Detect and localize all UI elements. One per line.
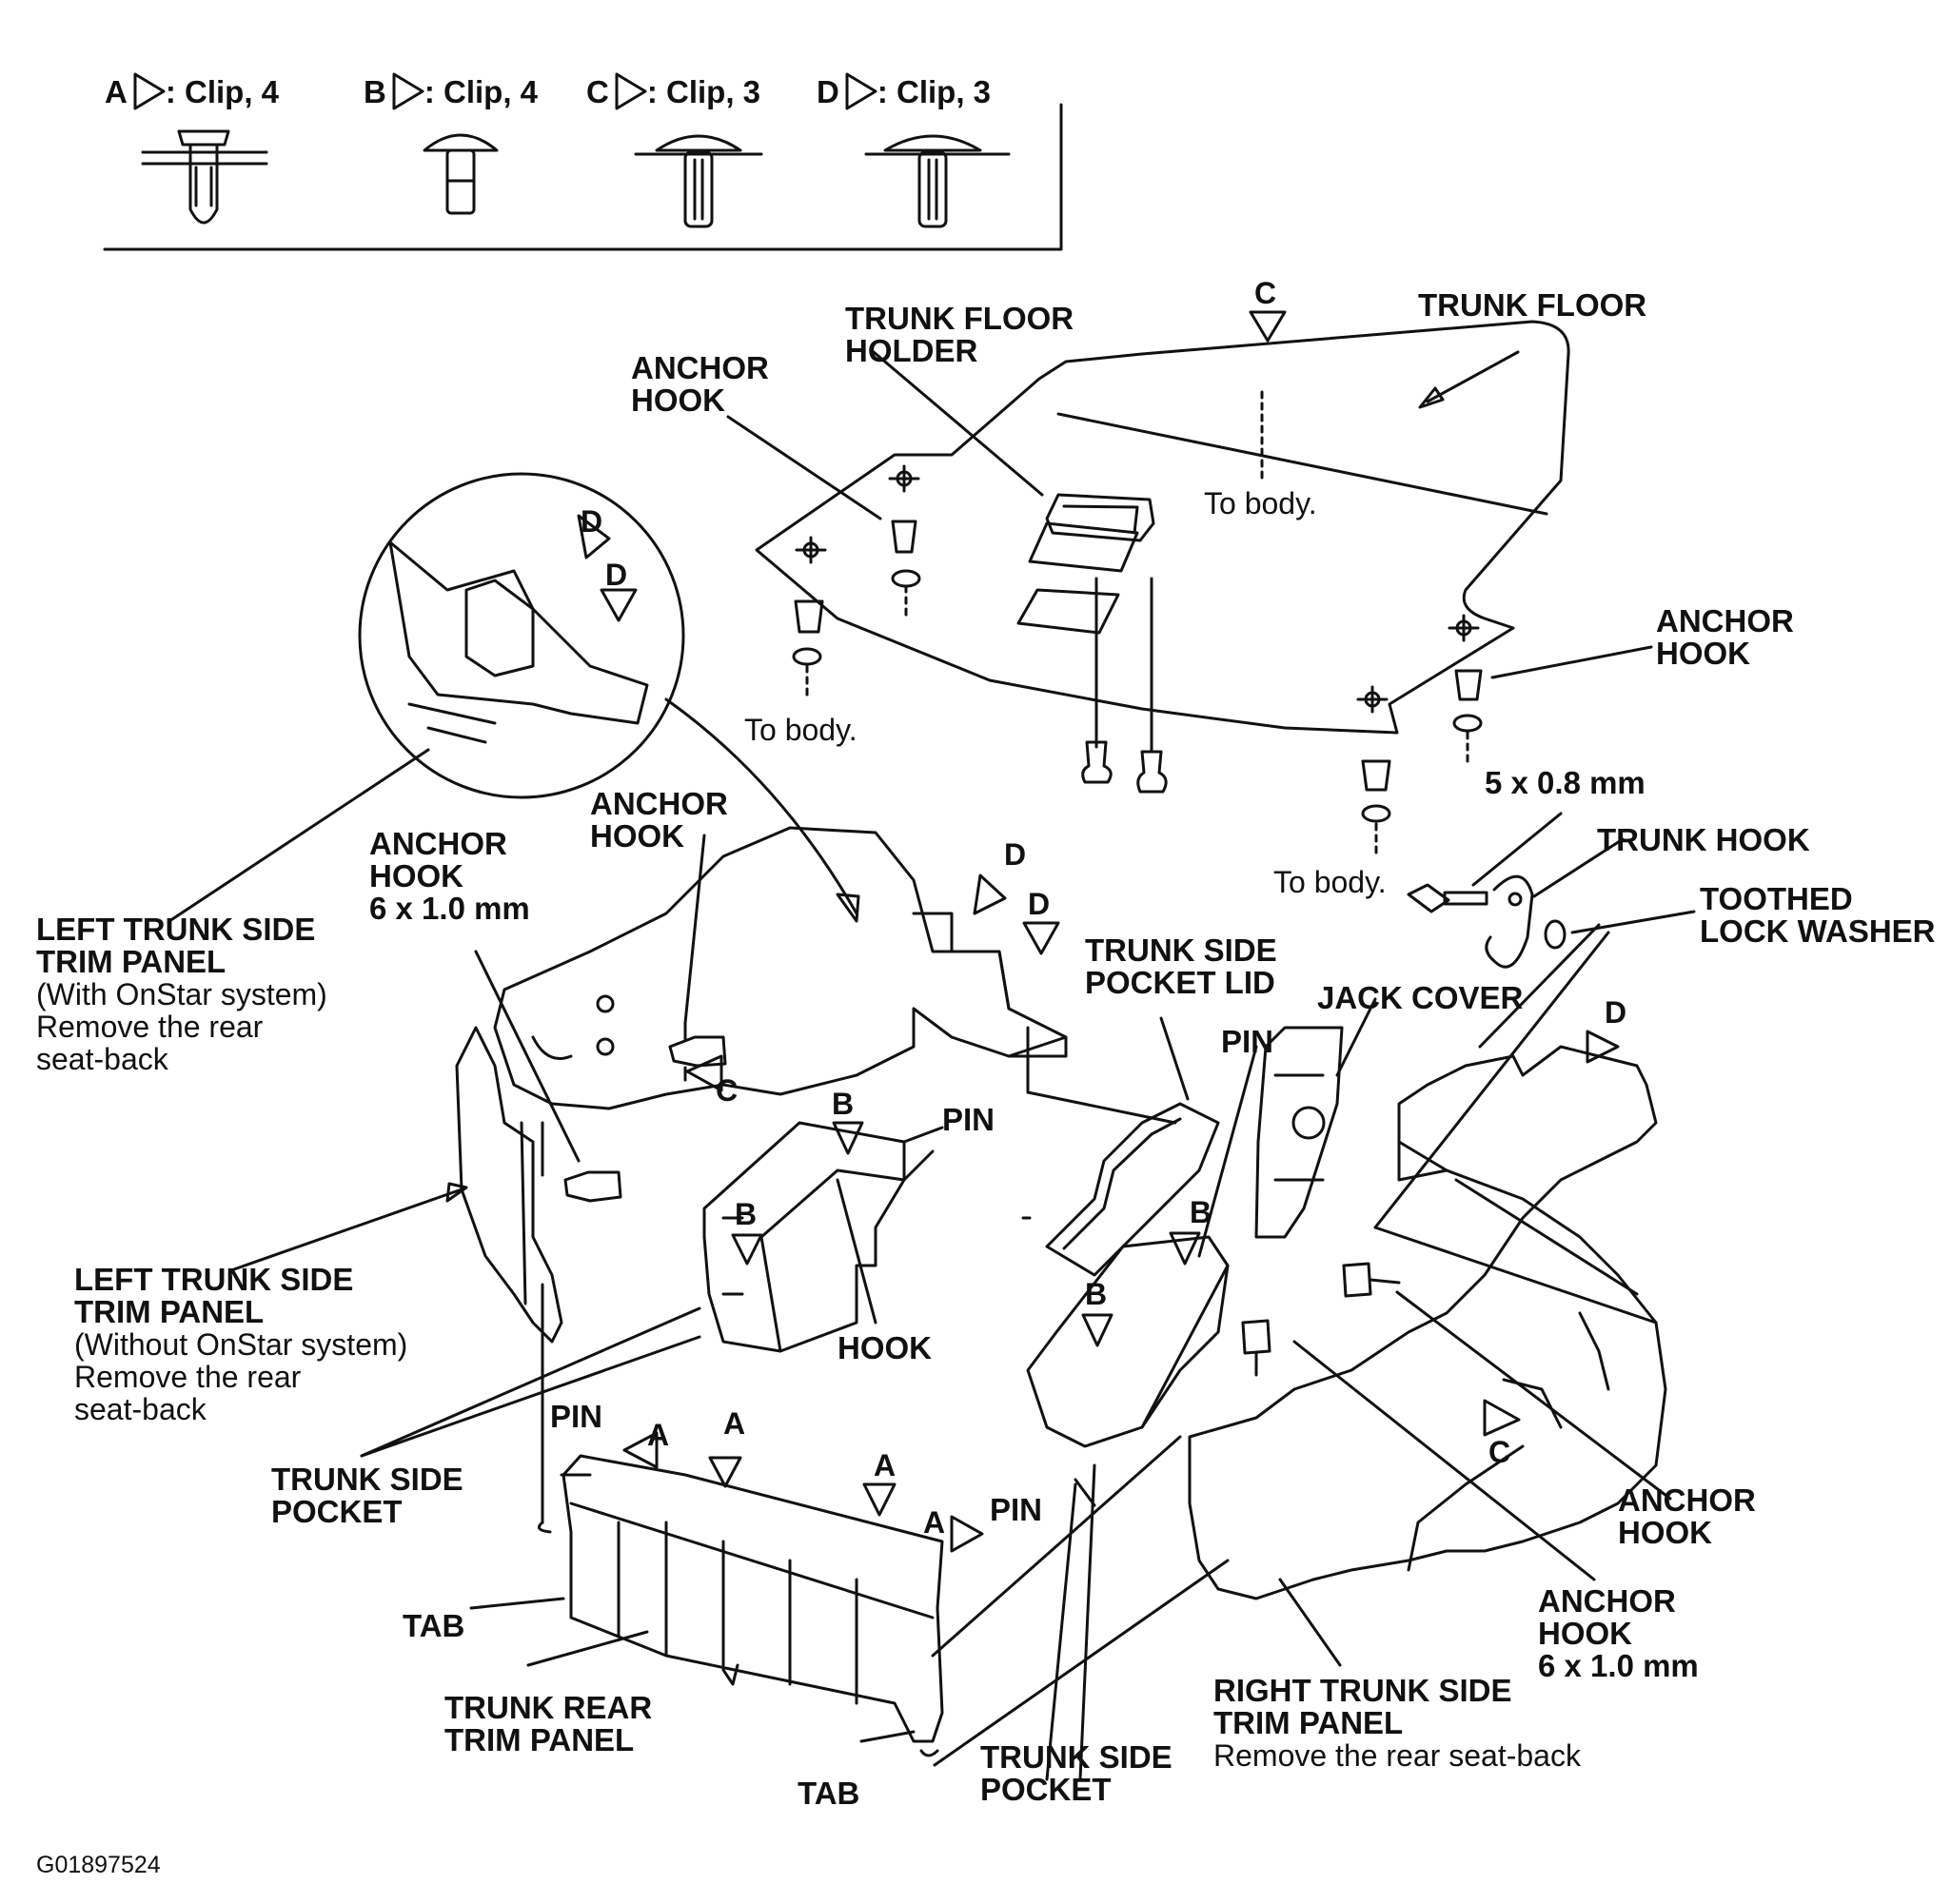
label-pin-4: PIN (990, 1492, 1043, 1527)
clip-d2-marker (600, 588, 638, 622)
clip-d1-marker (577, 514, 611, 559)
label-trunk-hook: TRUNK HOOK (1597, 822, 1810, 857)
trunk-floor-anchors (795, 464, 1480, 714)
label-bolt-5mm: 5 x 0.8 mm (1485, 765, 1646, 800)
legend-clip-d: D: Clip, 3 (817, 74, 992, 109)
clip-letter-c-right: C (1488, 1435, 1511, 1469)
label-to-body-3: To body. (1273, 865, 1387, 899)
clip-letter-c-top: C (1254, 276, 1277, 310)
floor-leader-lines (726, 350, 1653, 679)
label-tab-1: TAB (403, 1608, 465, 1643)
trunk-floor-panel (755, 320, 1570, 735)
label-pin-2: PIN (942, 1102, 995, 1137)
rear-trim-leaders (469, 1435, 1230, 1767)
left-trim-panel-onstar (493, 826, 1068, 1110)
clip-letter-b2: B (735, 1197, 758, 1231)
left-trunk-side-pocket (702, 1121, 944, 1353)
clip-letter-a2: A (723, 1406, 746, 1441)
detail-magnifier (168, 472, 860, 923)
clip-c-left-marker (685, 1054, 723, 1092)
clip-a-icon (141, 129, 268, 225)
clip-d4-marker (1022, 921, 1060, 955)
left-leader-lines (229, 1182, 701, 1458)
floor-anchor-hooks (792, 390, 1483, 858)
legend-clip-b: B: Clip, 4 (364, 74, 539, 109)
clip-b2-marker (731, 1233, 763, 1266)
label-tab-2: TAB (798, 1776, 860, 1811)
clip-letter-a1: A (647, 1418, 670, 1452)
clip-a4-marker (950, 1515, 984, 1553)
clip-a3-marker (862, 1482, 897, 1517)
left-trim-panel-without (455, 1026, 563, 1534)
legend-box (103, 103, 1063, 251)
label-anchor-hook-left-6mm: ANCHOR HOOK 6 x 1.0 mm (369, 826, 530, 926)
clip-letter-d4: D (1028, 887, 1051, 921)
clip-letter-c-left: C (716, 1073, 739, 1108)
label-trunk-floor: TRUNK FLOOR (1418, 287, 1647, 323)
label-left-trim-with-onstar: LEFT TRUNK SIDE TRIM PANEL (With OnStar … (36, 912, 327, 1076)
clip-b3-marker (1169, 1231, 1201, 1266)
clip-d5-marker (1586, 1030, 1620, 1064)
clip-letter-a4: A (923, 1505, 946, 1540)
clip-letter-b1: B (832, 1087, 855, 1121)
right-anchor-hooks (1241, 1262, 1672, 1581)
clip-d-icon (864, 134, 1011, 228)
label-left-trim-without-onstar: LEFT TRUNK SIDE TRIM PANEL (Without OnSt… (74, 1262, 408, 1426)
clip-letter-b3: B (1190, 1195, 1212, 1229)
label-hook: HOOK (838, 1330, 932, 1365)
trunk-hook-assembly (1407, 812, 1696, 1049)
clip-b4-marker (1081, 1313, 1113, 1347)
label-jack-cover: JACK COVER (1317, 980, 1524, 1015)
legend-clip-c: C: Clip, 3 (586, 74, 761, 109)
label-right-trim-panel: RIGHT TRUNK SIDE TRIM PANEL Remove the r… (1213, 1673, 1581, 1773)
right-trim-panel (1188, 1045, 1667, 1600)
label-to-body-2: To body. (744, 713, 857, 747)
clip-a2-marker (708, 1456, 742, 1488)
label-pin-3: PIN (550, 1399, 603, 1434)
label-pin-1: PIN (1221, 1024, 1274, 1059)
trunk-rear-trim-panel (562, 1454, 944, 1757)
clip-b1-marker (832, 1121, 864, 1155)
right-trunk-side-pocket (1026, 1235, 1230, 1781)
clip-b-icon (423, 133, 499, 215)
clip-letter-d1: D (581, 504, 603, 539)
figure-id: G01897524 (36, 1852, 161, 1878)
clip-c-icon (634, 134, 763, 228)
legend-triangles (133, 72, 877, 110)
clip-letter-a3: A (874, 1448, 897, 1482)
clip-a1-marker (622, 1431, 659, 1469)
jack-cover (1197, 997, 1377, 1258)
clip-letter-d5: D (1605, 995, 1627, 1030)
pin-leaders (560, 1149, 1096, 1507)
left-anchor-hooks (474, 834, 727, 1203)
legend-clip-a: A: Clip, 4 (105, 74, 280, 109)
clip-letter-b4: B (1085, 1277, 1108, 1311)
clip-d3-marker (973, 873, 1007, 915)
clip-triangle-markers (577, 310, 1620, 1553)
clip-c-top-marker (1249, 310, 1287, 343)
right-trim-leaders (1021, 931, 1658, 1667)
clip-letter-d3: D (1004, 837, 1027, 872)
label-to-body-1: To body. (1204, 486, 1317, 520)
trunk-side-pocket-lid (1045, 1016, 1220, 1277)
clip-c-right-marker (1483, 1399, 1521, 1437)
clip-letter-d2: D (605, 558, 628, 592)
